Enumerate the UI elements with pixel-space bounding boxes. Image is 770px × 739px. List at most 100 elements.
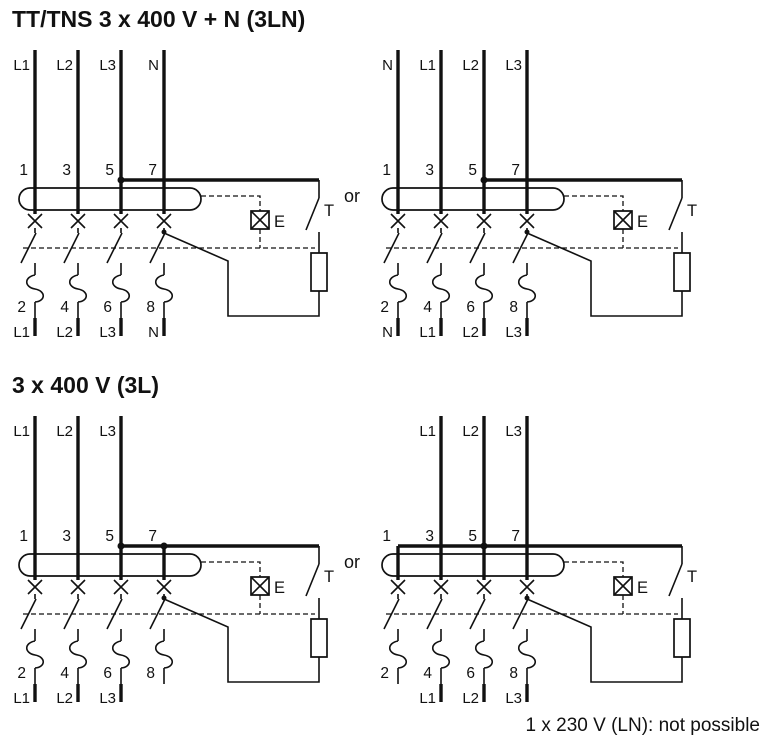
test-resistor — [311, 253, 327, 291]
trip-linkage — [23, 562, 315, 614]
trip-linkage — [386, 196, 678, 248]
phase-label-top-2: L2 — [56, 423, 73, 440]
phase-label-bottom-4: N — [148, 324, 159, 341]
phase-label-top-4: L3 — [505, 57, 522, 74]
phase-label-bottom-2: L1 — [419, 690, 436, 707]
phase-label-top-4: L3 — [505, 423, 522, 440]
section-title-3l: 3 x 400 V (3L) — [12, 372, 159, 398]
test-resistor — [674, 253, 690, 291]
bus-junction-dot — [117, 176, 125, 184]
diagram-3ln-wiring-option-2: N L1 L2 L3 1 3 5 7 2 4 6 8 N L1 L2 L3 E … — [380, 50, 697, 341]
return-junction-dot — [161, 229, 167, 235]
phase-label-bottom-3: L2 — [462, 690, 479, 707]
bus-junction-dot — [480, 176, 488, 184]
phase-label-bottom-3: L2 — [462, 324, 479, 341]
pole-contact-crosses — [28, 580, 171, 594]
test-button-label: T — [324, 568, 334, 586]
terminal-number-bottom-2: 4 — [60, 665, 69, 682]
release-coil — [614, 211, 632, 229]
supply-conductors — [398, 416, 682, 702]
phase-label-bottom-3: L3 — [99, 690, 116, 707]
phase-label-top-2: L1 — [419, 57, 436, 74]
phase-label-top-1: N — [382, 57, 393, 74]
release-coil-cross — [614, 577, 632, 595]
test-resistor — [311, 619, 327, 657]
residual-current-transformer — [382, 554, 564, 576]
terminal-number-top-4: 7 — [511, 162, 520, 179]
bus-junction-dot — [117, 542, 125, 550]
release-coil-cross — [614, 211, 632, 229]
supply-conductors — [35, 416, 319, 702]
phase-label-bottom-2: L2 — [56, 324, 73, 341]
release-label: E — [274, 213, 285, 231]
pole-contact-crosses — [391, 580, 534, 594]
phase-label-top-3: L2 — [462, 57, 479, 74]
phase-label-top-3: L2 — [462, 423, 479, 440]
release-coil — [614, 577, 632, 595]
pole-contact-crosses — [28, 214, 171, 228]
terminal-number-bottom-3: 6 — [466, 665, 475, 682]
trip-linkage — [386, 562, 678, 614]
terminal-number-top-3: 5 — [468, 162, 477, 179]
return-junction-dot — [161, 595, 167, 601]
terminal-number-bottom-4: 8 — [146, 665, 155, 682]
terminal-number-top-3: 5 — [105, 162, 114, 179]
phase-label-bottom-2: L1 — [419, 324, 436, 341]
terminal-number-top-4: 7 — [148, 162, 157, 179]
terminal-number-top-2: 3 — [425, 528, 434, 545]
terminal-number-top-1: 1 — [19, 162, 28, 179]
terminal-number-top-1: 1 — [382, 528, 391, 545]
terminal-number-top-1: 1 — [19, 528, 28, 545]
test-resistor — [674, 619, 690, 657]
terminal-number-bottom-2: 4 — [60, 299, 69, 316]
terminal-number-top-4: 7 — [148, 528, 157, 545]
phase-label-top-2: L2 — [56, 57, 73, 74]
residual-current-transformer — [19, 554, 201, 576]
terminal-number-bottom-2: 4 — [423, 299, 432, 316]
terminal-number-bottom-4: 8 — [146, 299, 155, 316]
terminal-number-top-1: 1 — [382, 162, 391, 179]
diagram-3l-wiring-option-1: L1 L2 L3 1 3 5 7 2 4 6 8 L1 L2 L3 E T — [13, 416, 334, 707]
phase-label-bottom-1: L1 — [13, 690, 30, 707]
terminal-number-top-2: 3 — [62, 162, 71, 179]
release-label: E — [637, 579, 648, 597]
release-label: E — [637, 213, 648, 231]
test-circuit-wiring — [164, 546, 319, 682]
test-circuit-wiring — [527, 546, 682, 682]
release-label: E — [274, 579, 285, 597]
phase-label-bottom-4: L3 — [505, 324, 522, 341]
phase-label-top-4: N — [148, 57, 159, 74]
terminal-number-top-3: 5 — [468, 528, 477, 545]
test-circuit-wiring — [164, 180, 319, 316]
or-label-top: or — [344, 186, 360, 206]
terminal-number-top-2: 3 — [425, 162, 434, 179]
test-button-label: T — [687, 202, 697, 220]
phase-label-top-2: L1 — [419, 423, 436, 440]
return-junction-dot — [524, 595, 530, 601]
phase-label-bottom-1: L1 — [13, 324, 30, 341]
phase-label-top-3: L3 — [99, 423, 116, 440]
test-circuit-wiring — [527, 180, 682, 316]
return-junction-dot — [524, 229, 530, 235]
terminal-number-bottom-4: 8 — [509, 665, 518, 682]
pole4-feed-dot — [160, 542, 168, 550]
terminal-number-top-4: 7 — [511, 528, 520, 545]
terminal-number-bottom-3: 6 — [103, 665, 112, 682]
residual-current-transformer — [19, 188, 201, 210]
diagram-3ln-wiring-option-1: L1 L2 L3 N 1 3 5 7 2 4 6 8 L1 L2 L3 N E … — [13, 50, 334, 341]
phase-label-bottom-1: N — [382, 324, 393, 341]
terminal-number-bottom-1: 2 — [380, 299, 389, 316]
terminal-number-bottom-4: 8 — [509, 299, 518, 316]
terminal-number-bottom-2: 4 — [423, 665, 432, 682]
test-button-label: T — [324, 202, 334, 220]
release-coil — [251, 577, 269, 595]
diagram-3l-wiring-option-2: L1 L2 L3 1 3 5 7 2 4 6 8 L1 L2 L3 E T — [380, 416, 697, 707]
phase-label-top-1: L1 — [13, 57, 30, 74]
phase-label-top-1: L1 — [13, 423, 30, 440]
phase-label-bottom-4: L3 — [505, 690, 522, 707]
pole-contact-crosses — [391, 214, 534, 228]
phase-label-bottom-2: L2 — [56, 690, 73, 707]
terminal-number-bottom-3: 6 — [466, 299, 475, 316]
supply-conductors — [35, 50, 319, 336]
